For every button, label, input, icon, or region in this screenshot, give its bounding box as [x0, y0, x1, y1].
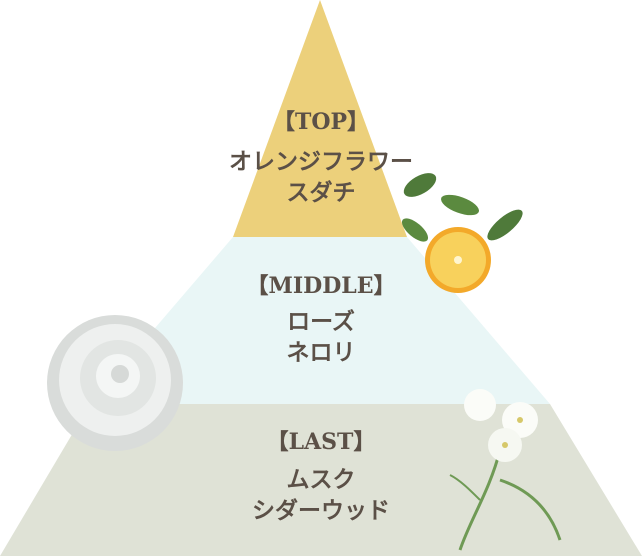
orange-flower-illustration [401, 173, 523, 293]
last-tier-band [0, 404, 642, 556]
jasmine-illustration [449, 389, 562, 551]
last-tier-heading: 【LAST】 [266, 429, 376, 455]
last-note: シダーウッド [252, 497, 390, 524]
top-tier: 【TOP】 オレンジフラワー スダチ [0, 104, 642, 208]
middle-tier-heading: 【MIDDLE】 [246, 273, 396, 299]
middle-tier: 【MIDDLE】 ローズ ネロリ [0, 268, 642, 368]
top-tier-heading: 【TOP】 [272, 109, 370, 135]
top-note: オレンジフラワー [229, 148, 413, 175]
middle-note: ネロリ [286, 339, 356, 366]
last-tier: 【LAST】 ムスク シダーウッド [0, 424, 642, 526]
middle-note: ローズ [287, 308, 355, 335]
white-rose-illustration [47, 315, 183, 451]
last-note: ムスク [286, 466, 356, 493]
top-tier-band [233, 0, 407, 237]
top-note: スダチ [286, 179, 356, 206]
